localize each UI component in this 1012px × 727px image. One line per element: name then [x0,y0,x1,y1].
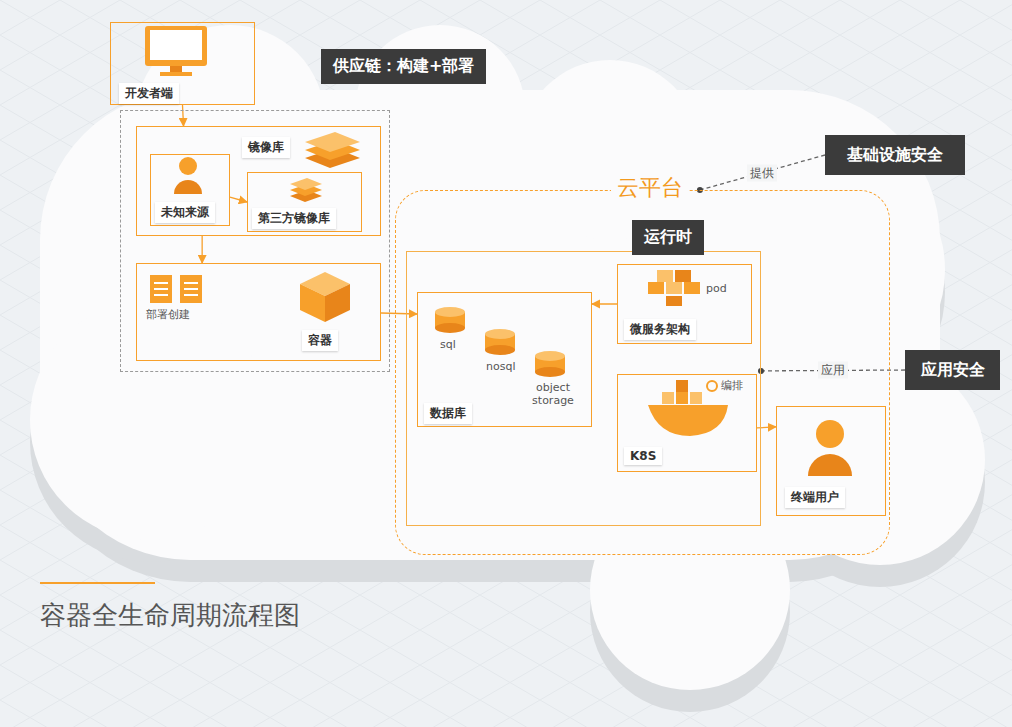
pod-cubes-icon [648,270,700,306]
monitor-icon [170,66,182,72]
supply-chain-region: 未知来源第三方镜像库镜像库容器供应链：构建+部署 [120,110,390,372]
pod-label: pod [706,282,727,295]
platform-title: 云平台 [611,173,689,203]
third-party-stack-icon [290,178,322,190]
pod-cubes-icon [684,282,700,294]
third-party-stack-icon [290,178,322,202]
flow-arrow [381,313,417,314]
pod-cubes-icon [648,282,664,294]
flow-arrow [230,197,247,202]
region-heading: 供应链：构建+部署 [321,49,486,84]
cloud-illustration [135,25,325,215]
whale-icon [662,392,674,404]
cloud-illustration [30,300,270,540]
flow-arrow [201,236,202,263]
unknown-source-box: 未知来源 [150,154,230,226]
edge-label: 应用 [818,362,848,379]
whale-icon [707,381,717,391]
whale-icon [676,392,688,404]
microservice-box: 微服务架构 [617,264,752,344]
node-label: 开发者端 [119,83,179,104]
monitor-icon [145,26,207,76]
container-cube-icon [300,284,325,322]
whale-icon [690,392,702,404]
flow-arrow [757,427,776,428]
node-label: 容器 [302,330,338,351]
db-type-label: object storage [526,381,580,407]
monitor-icon [160,72,192,76]
database-cylinder-icon [485,329,515,339]
node-label: 第三方镜像库 [252,208,336,229]
flow-arrow [183,105,184,126]
database-cylinder-icon [535,367,565,377]
pod-cubes-icon [666,282,682,294]
flow-arrow [592,303,617,304]
person-icon [174,157,202,194]
image-stack-icon [305,132,360,168]
monitor-icon [150,30,202,60]
node-label: 基础设施安全 [847,145,943,166]
image-registry-box: 未知来源 第三方镜像库 镜像库 [136,126,381,236]
monitor-icon [145,26,207,66]
node-label: 镜像库 [242,137,290,158]
node-label: 未知来源 [155,202,215,223]
container-cube-icon [300,272,350,322]
node-label: 终端用户 [785,487,845,508]
whale-icon [676,380,688,392]
leader-line [700,155,825,190]
cloud-illustration [590,490,790,690]
infra-security-box: 基础设施安全 [825,135,965,175]
deploy-doc-icon [150,275,202,303]
database-cylinder-icon [435,307,565,377]
cloud-illustration [520,60,700,240]
caption: 容器全生命周期流程图 [40,598,300,633]
container-cube-icon [325,284,350,322]
leader-dot [758,368,764,374]
caption-rule [40,582,155,584]
end-user-box: 终端用户 [776,406,886,516]
developer-box: 开发者端 [110,22,255,105]
end-user-icon [808,420,852,476]
whale-icon [648,380,728,436]
third-party-registry-box: 第三方镜像库 [247,172,362,232]
node-label: 应用安全 [921,360,985,381]
node-label: K8S [624,447,662,465]
db-type-label: sql [440,338,456,351]
cloud-illustration [30,25,985,690]
database-cylinder-icon [435,323,465,333]
app-security-box: 应用安全 [905,350,1000,390]
database-cylinder-icon [535,351,565,361]
node-label: 微服务架构 [624,319,696,340]
orchestration-label: 编排 [721,379,743,392]
end-user-icon [808,454,852,476]
cloud-platform-region: 微服务架构数据库K8S运行时终端用户云平台 [395,190,890,555]
pod-cubes-icon [657,270,673,282]
deploy-label: 部署创建 [146,308,190,321]
person-icon [174,180,202,194]
edge-label: 提供 [747,164,777,181]
pod-cubes-icon [666,296,682,306]
node-label: 数据库 [424,403,472,424]
pod-cubes-icon [675,270,691,282]
database-cylinder-icon [435,307,465,317]
whale-icon [648,405,728,436]
db-type-label: nosql [486,360,515,373]
deploy-doc-icon [154,283,198,295]
region-heading: 运行时 [632,220,704,255]
database-cylinder-icon [485,345,515,355]
caption-rule [40,582,155,584]
image-stack-icon [305,132,360,152]
end-user-icon [816,420,844,448]
person-icon [179,157,197,175]
